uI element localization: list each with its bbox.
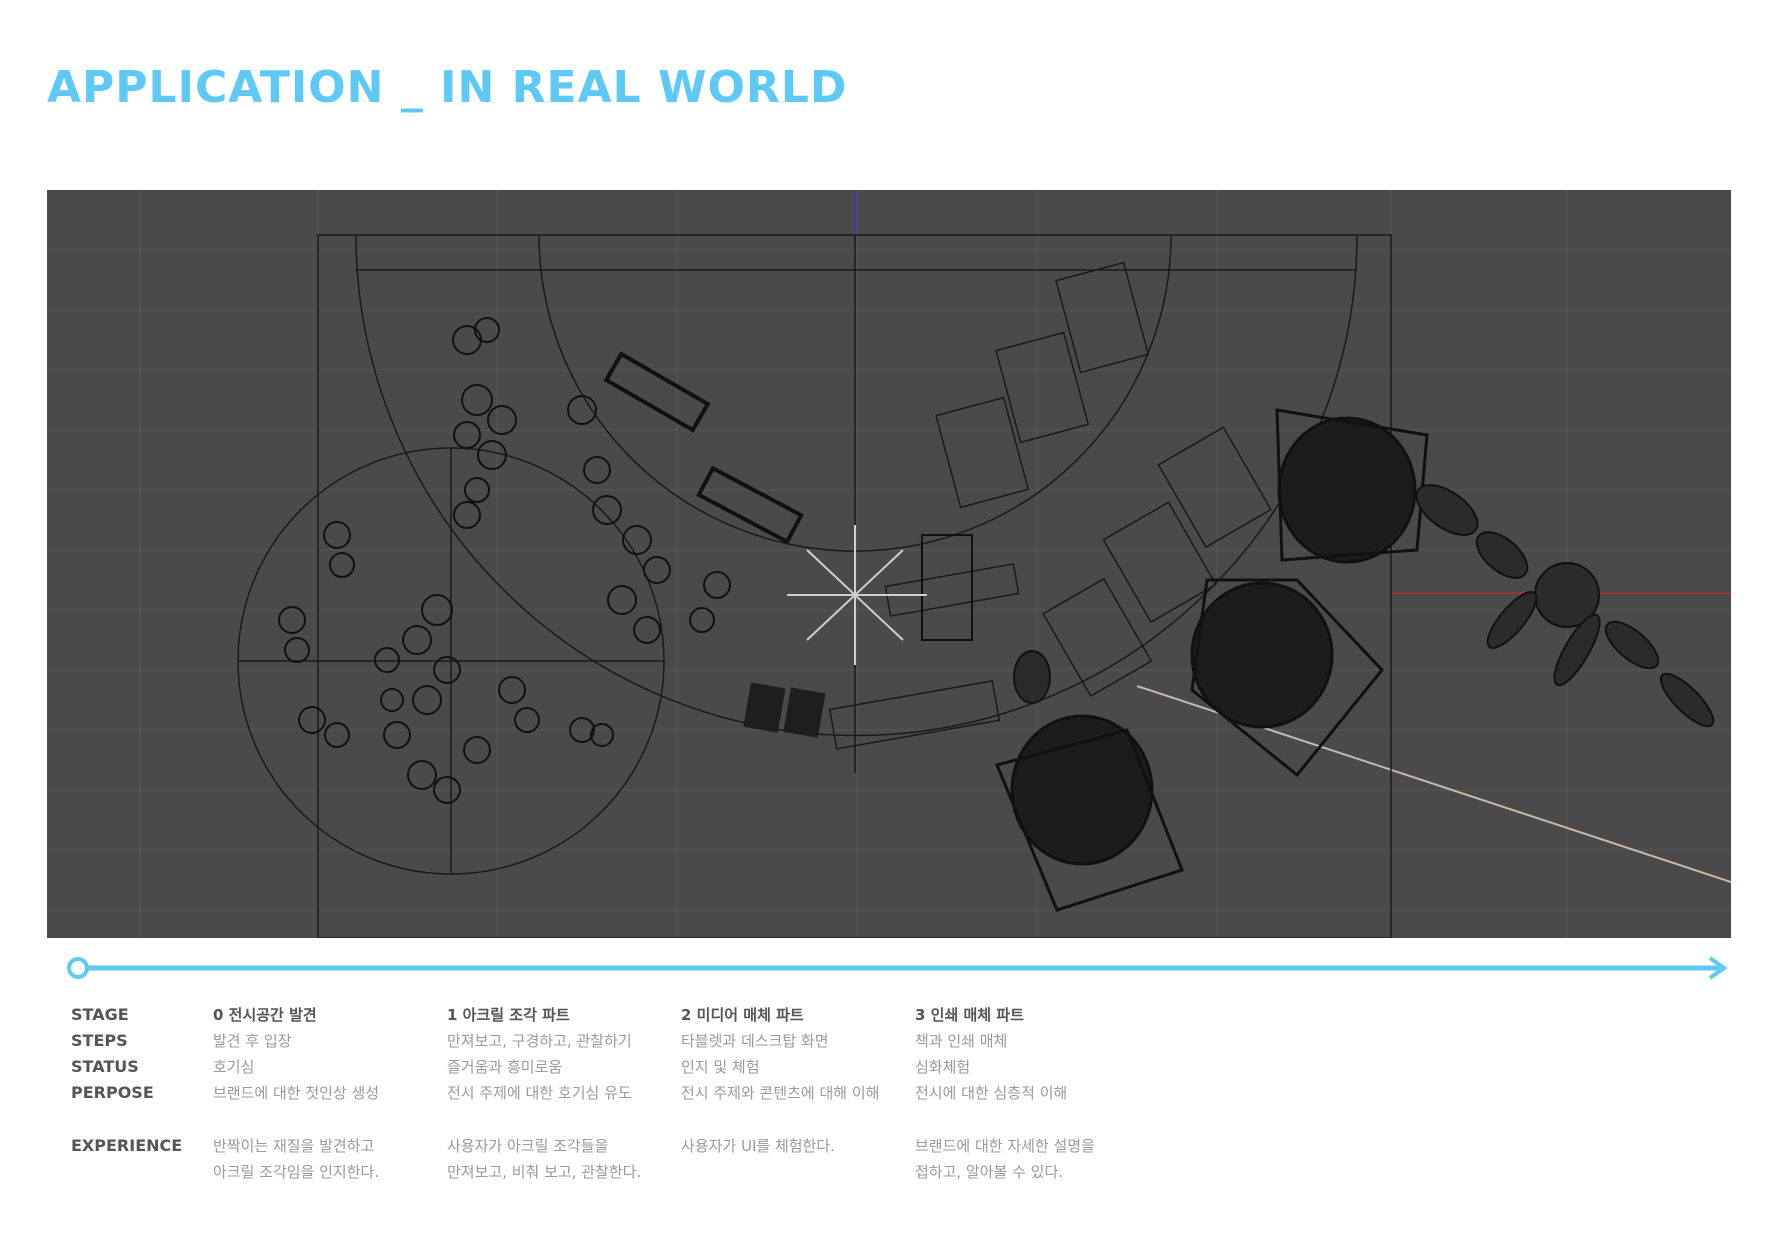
circle-start-icon bbox=[67, 957, 89, 979]
experience-cell: 접하고, 알아볼 수 있다. bbox=[915, 1163, 1064, 1181]
steps-cell: 책과 인쇄 매체 bbox=[915, 1032, 1008, 1050]
floor-plan-drawing bbox=[47, 190, 1731, 938]
stage-cell: 0 전시공간 발견 bbox=[213, 1006, 317, 1024]
stage-cell: 3 인쇄 매체 파트 bbox=[915, 1006, 1024, 1024]
experience-cell: 아크릴 조각임을 인지한다. bbox=[213, 1163, 380, 1181]
status-label: STATUS bbox=[71, 1057, 139, 1076]
perpose-cell: 전시 주제에 대한 호기심 유도 bbox=[447, 1084, 632, 1102]
steps-cell: 발견 후 입장 bbox=[213, 1032, 292, 1050]
perpose-cell: 브랜드에 대한 첫인상 생성 bbox=[213, 1084, 380, 1102]
experience-cell: 반짝이는 재질을 발견하고 bbox=[213, 1137, 375, 1155]
status-cell: 심화체험 bbox=[915, 1058, 971, 1076]
stage-label: STAGE bbox=[71, 1005, 129, 1024]
stage-cell: 1 아크릴 조각 파트 bbox=[447, 1006, 570, 1024]
experience-cell: 사용자가 아크릴 조각들을 bbox=[447, 1137, 609, 1155]
steps-cell: 타블렛과 데스크탑 화면 bbox=[681, 1032, 829, 1050]
perpose-label: PERPOSE bbox=[71, 1083, 154, 1102]
experience-cell: 만져보고, 비춰 보고, 관찰한다. bbox=[447, 1163, 642, 1181]
arrow-right-icon bbox=[1708, 956, 1728, 980]
steps-label: STEPS bbox=[71, 1031, 128, 1050]
floor-plan-viewport[interactable] bbox=[47, 190, 1731, 938]
status-cell: 인지 및 체험 bbox=[681, 1058, 760, 1076]
experience-cell: 사용자가 UI를 체험한다. bbox=[681, 1137, 835, 1155]
timeline-arrow bbox=[67, 956, 1728, 980]
perpose-cell: 전시에 대한 심층적 이해 bbox=[915, 1084, 1068, 1102]
page-title: APPLICATION _ IN REAL WORLD bbox=[47, 62, 848, 113]
status-cell: 호기심 bbox=[213, 1058, 255, 1076]
experience-cell: 브랜드에 대한 자세한 설명을 bbox=[915, 1137, 1095, 1155]
steps-cell: 만져보고, 구경하고, 관찰하기 bbox=[447, 1032, 632, 1050]
status-cell: 즐거움과 흥미로움 bbox=[447, 1058, 563, 1076]
experience-label: EXPERIENCE bbox=[71, 1136, 183, 1155]
stage-cell: 2 미디어 매체 파트 bbox=[681, 1006, 804, 1024]
perpose-cell: 전시 주제와 콘텐츠에 대해 이해 bbox=[681, 1084, 880, 1102]
